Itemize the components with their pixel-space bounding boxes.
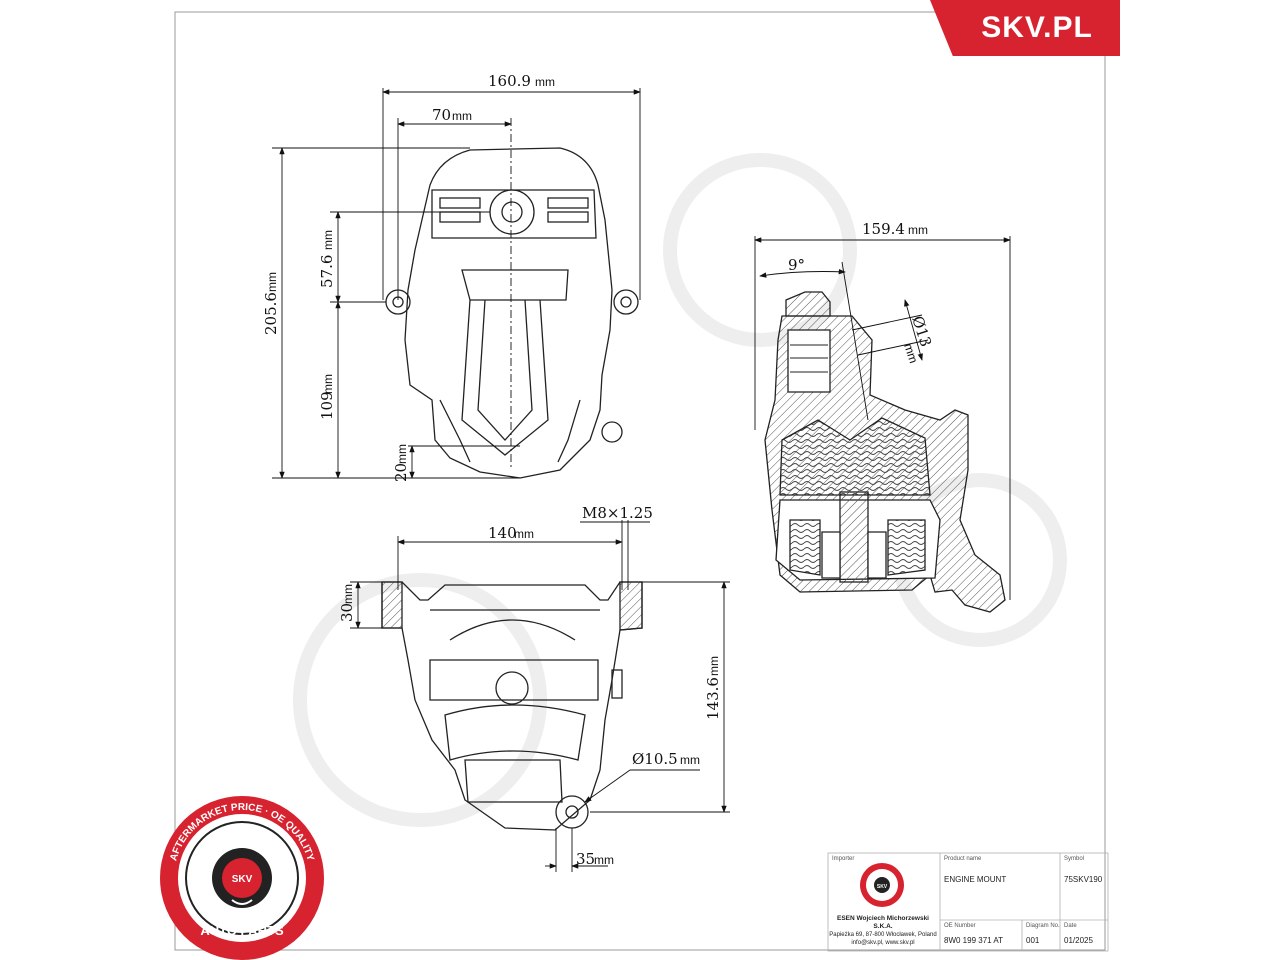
dim-foot-height: 20: [392, 463, 410, 482]
side-view: [764, 291, 1006, 613]
title-block: Importer ESEN Wojciech Michorzewski S.K.…: [828, 853, 1108, 951]
dim-bottom-hole: Ø10.5: [632, 750, 678, 768]
unit-side-width: mm: [908, 223, 928, 237]
side-view-dimensions: [754, 236, 1011, 600]
date-value: 01/2025: [1064, 936, 1093, 945]
dim-bottom-height: 143.6: [704, 677, 722, 720]
importer-contact: info@skv.pl, www.skv.pl: [851, 940, 915, 946]
unit-flange-height: mm: [341, 584, 355, 604]
badge-center-text: SKV: [232, 874, 253, 885]
diagram-label: Diagram No.: [1026, 923, 1060, 929]
dim-top-width: 160.9: [488, 72, 531, 90]
badge-bottom-text: AUTO PARTS: [200, 923, 284, 938]
unit-bottom-width: mm: [514, 527, 534, 541]
unit-foot-height: mm: [395, 444, 409, 464]
brand-logo: SKV.PL: [930, 0, 1120, 56]
title-block-badge: SKV: [860, 863, 904, 907]
importer-info: ESEN Wojciech Michorzewski S.K.A. Papież…: [828, 915, 938, 947]
dimension-labels: 160.9 mm 70 mm 205.6 mm 57.6 mm 109 mm 2…: [262, 72, 935, 868]
title-block-grid: [827, 852, 1109, 952]
importer-name: ESEN Wojciech Michorzewski S.K.A.: [837, 915, 929, 930]
unit-bottom-height: mm: [707, 656, 721, 676]
dim-upper-height: 57.6: [318, 255, 336, 288]
dim-lower-height: 109: [318, 391, 336, 420]
top-view-dimensions: [272, 88, 641, 479]
importer-address: Papieżka 69, 87-800 Włocławek, Poland: [829, 932, 937, 938]
product-name: ENGINE MOUNT: [944, 875, 1007, 884]
unit-side-hole: mm: [901, 342, 920, 365]
dim-side-width: 159.4: [862, 220, 905, 238]
dim-bottom-width: 140: [488, 524, 517, 542]
unit-total-height: mm: [265, 272, 279, 292]
dim-total-height: 205.6: [262, 292, 280, 335]
diagram-value: 001: [1026, 936, 1040, 945]
symbol-label: Symbol: [1064, 856, 1085, 862]
unit-bottom-hole: mm: [680, 753, 700, 767]
symbol-value: 75SKV190: [1064, 875, 1103, 884]
dim-flange-height: 30: [338, 603, 356, 622]
unit-bottom-offset: mm: [594, 853, 614, 867]
title-block-badge-text: SKV: [877, 884, 888, 890]
brand-logo-text: SKV.PL: [981, 11, 1093, 44]
dim-top-inner-width: 70: [432, 106, 451, 124]
drawing-frame: [174, 11, 1106, 951]
oe-label: OE Number: [944, 923, 976, 929]
bottom-view: [381, 581, 643, 831]
unit-lower-height: mm: [321, 374, 335, 394]
unit-top-width: mm: [535, 75, 555, 89]
unit-top-inner-width: mm: [452, 109, 472, 123]
importer-label: Importer: [832, 856, 855, 862]
date-label: Date: [1064, 923, 1077, 929]
top-view: [385, 147, 639, 479]
dim-side-angle: 9°: [788, 256, 805, 274]
skv-badge: AFTERMARKET PRICE · OE QUALITY SKV AUTO …: [160, 796, 324, 960]
bottom-view-dimensions: [350, 520, 730, 872]
unit-upper-height: mm: [321, 230, 335, 250]
product-label: Product name: [944, 856, 982, 862]
oe-value: 8W0 199 371 AT: [944, 936, 1003, 945]
dim-bottom-offset: 35: [576, 850, 595, 868]
dim-thread: M8×1.25: [582, 504, 653, 522]
